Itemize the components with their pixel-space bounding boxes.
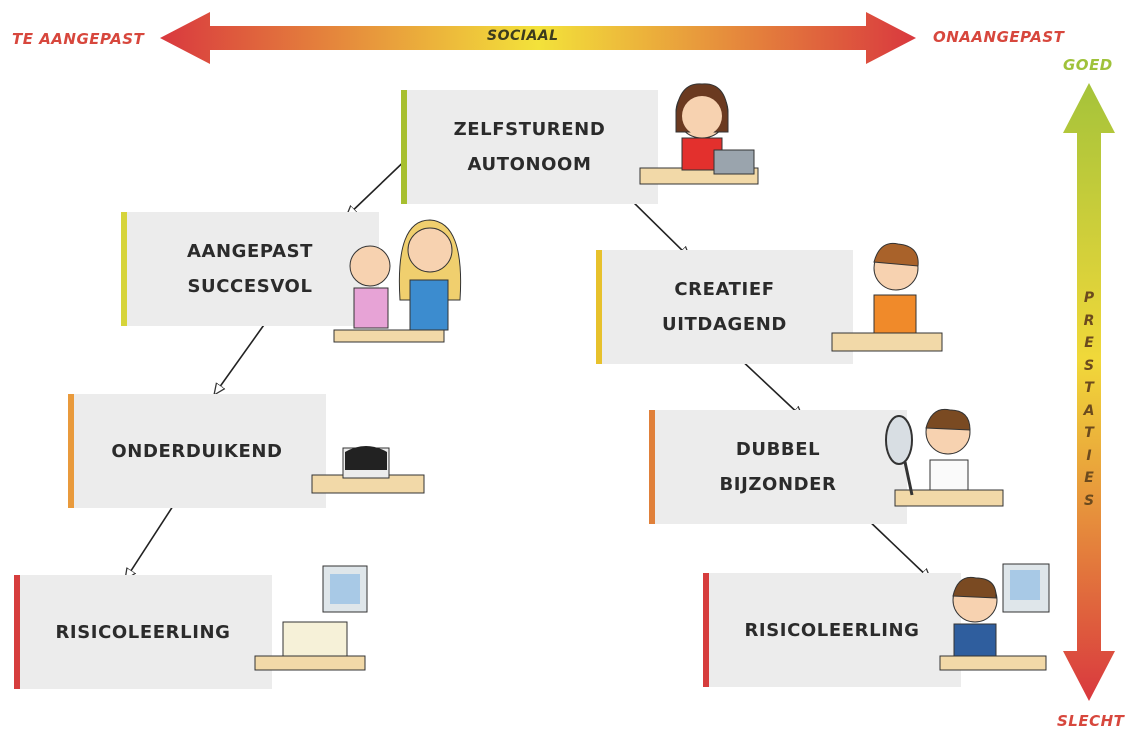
axis-right-label: ONAANGEPAST (933, 28, 1065, 46)
profile-line: SUCCESVOL (187, 276, 313, 297)
profile-line: CREATIEF (674, 279, 775, 300)
accent-bar (68, 394, 74, 508)
accent-bar (14, 575, 20, 689)
profile-onderduikend: ONDERDUIKEND (68, 394, 326, 508)
profile-risico-right: RISICOLEERLING (703, 573, 961, 687)
axis-left-label: TE AANGEPAST (12, 30, 145, 48)
accent-bar (649, 410, 655, 524)
profile-dubbel: DUBBEL BIJZONDER (649, 410, 907, 524)
profile-line: AANGEPAST (186, 241, 314, 262)
student-hiding-icon (311, 446, 425, 494)
axis-center-label: SOCIAAL (487, 28, 559, 44)
accent-bar (596, 250, 602, 364)
student-with-teacher-icon (333, 219, 462, 343)
profile-zelfsturend: ZELFSTUREND AUTONOOM (401, 90, 658, 204)
profile-line: BIJZONDER (719, 474, 837, 495)
profile-aangepast: AANGEPAST SUCCESVOL (121, 212, 379, 326)
profile-line: UITDAGEND (662, 314, 787, 335)
accent-bar (121, 212, 127, 326)
profile-line: AUTONOOM (467, 154, 592, 175)
profile-risico-left: RISICOLEERLING (14, 575, 272, 689)
accent-bar (401, 90, 407, 204)
axis-top-label: GOED (1063, 56, 1113, 74)
student-magnifier-icon (885, 408, 1004, 507)
student-slingshot-icon (831, 242, 943, 352)
profile-line: ZELFSTUREND (453, 119, 606, 140)
accent-bar (703, 573, 709, 687)
axis-bottom-label: SLECHT (1057, 712, 1125, 730)
profile-line: ONDERDUIKEND (111, 440, 283, 462)
profile-creatief: CREATIEF UITDAGEND (596, 250, 853, 364)
student-laptop-icon (639, 83, 759, 185)
profile-line: DUBBEL (735, 439, 821, 460)
profile-line: RISICOLEERLING (55, 621, 231, 643)
sad-student-icon (939, 563, 1050, 671)
empty-desk-icon (254, 565, 368, 671)
profile-line: RISICOLEERLING (744, 619, 920, 641)
